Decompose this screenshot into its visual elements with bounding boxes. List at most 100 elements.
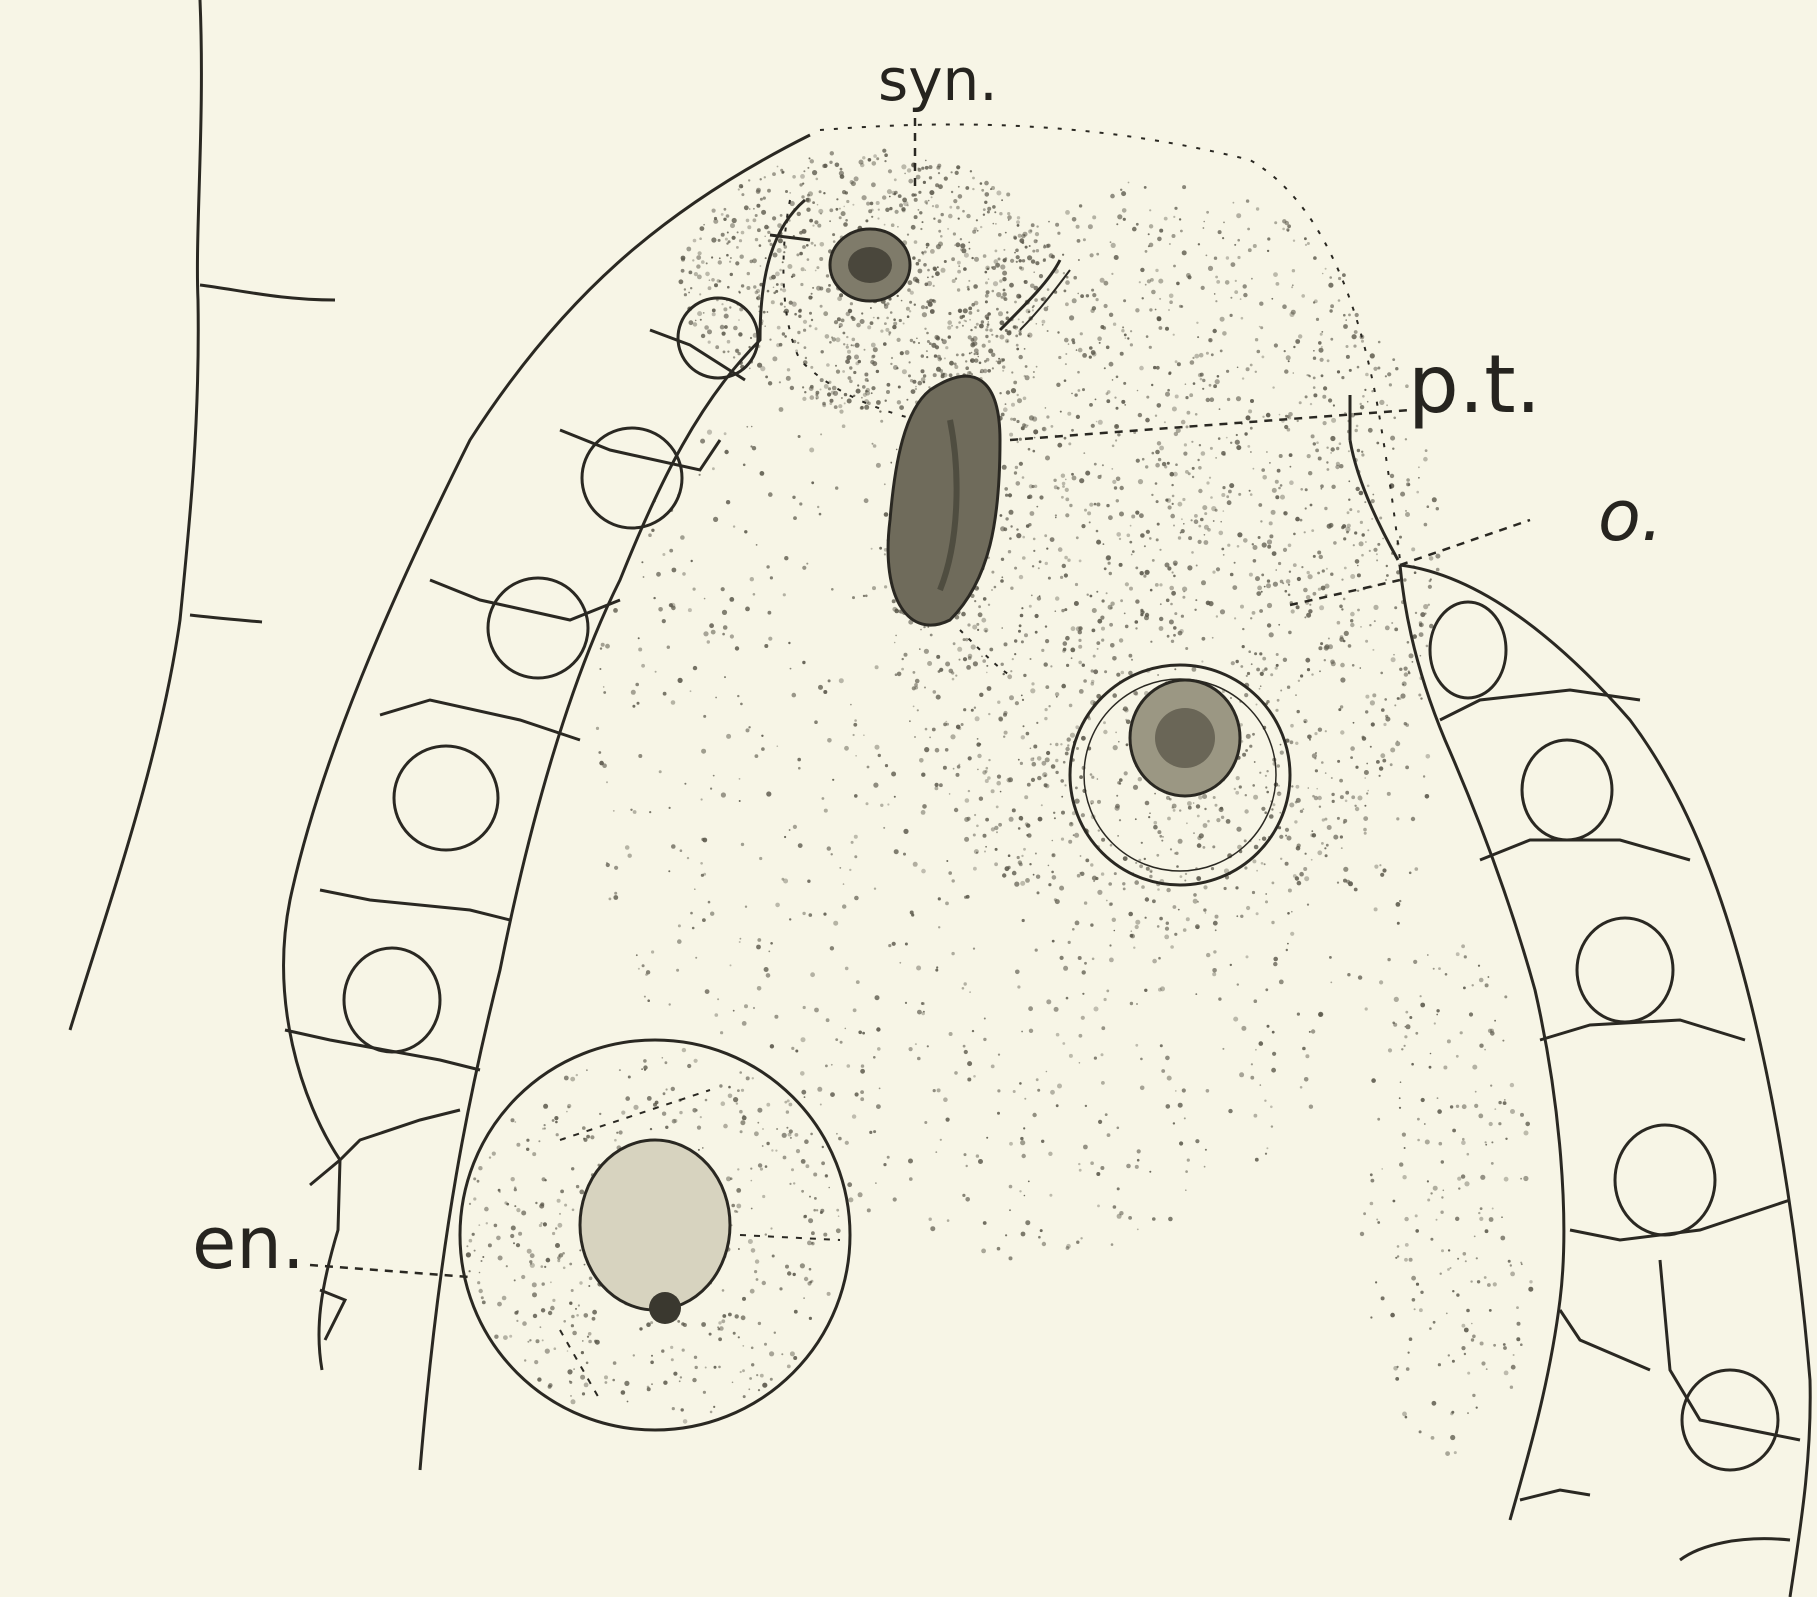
stipple-dot [959,659,961,661]
stipple-dot [964,1050,968,1054]
stipple-dot [1218,997,1221,1000]
stipple-dot [1279,414,1281,416]
stipple-dot [934,354,937,357]
stipple-dot [1252,784,1255,787]
stipple-dot [665,1061,668,1064]
stipple-dot [619,1069,621,1071]
stipple-dot [835,1038,838,1041]
stipple-dot [653,1103,657,1107]
stipple-dot [497,1302,502,1307]
stipple-dot [1182,596,1185,599]
stipple-dot [1112,445,1115,448]
stipple-dot [737,231,739,233]
stipple-dot [1043,259,1046,262]
stipple-dot [683,1323,687,1327]
stipple-dot [1394,704,1396,706]
stipple-dot [774,1015,778,1019]
stipple-dot [1019,575,1023,579]
stipple-dot [1071,626,1076,631]
stipple-dot [1343,867,1348,872]
stipple-dot [721,303,723,305]
stipple-dot [601,643,605,647]
stipple-dot [679,1380,681,1382]
stipple-dot [552,1119,555,1122]
stipple-dot [1420,1003,1425,1008]
stipple-dot [1284,512,1286,514]
stipple-dot [1215,915,1219,919]
stipple-dot [750,1168,752,1170]
stipple-dot [514,1279,516,1281]
stipple-dot [887,803,889,805]
stipple-dot [1319,806,1321,808]
stipple-dot [1313,442,1316,445]
stipple-dot [1133,785,1138,790]
stipple-dot [1182,587,1187,592]
stipple-dot [1101,1053,1104,1056]
stipple-dot [682,1349,685,1352]
stipple-dot [976,623,979,626]
stipple-dot [1034,437,1036,439]
stipple-dot [1019,266,1022,269]
stipple-dot [898,194,902,198]
stipple-dot [1029,245,1031,247]
stipple-dot [1119,778,1123,782]
stipple-dot [1001,663,1004,666]
stipple-dot [715,1013,719,1017]
stipple-dot [1287,230,1289,232]
stipple-dot [1366,763,1368,765]
stipple-dot [1145,465,1148,468]
stipple-dot [894,796,896,798]
stipple-dot [1048,705,1050,707]
stipple-dot [849,380,853,384]
stipple-dot [873,1130,876,1133]
stipple-dot [1391,622,1393,624]
stipple-dot [792,274,796,278]
stipple-dot [1219,531,1224,536]
stipple-dot [908,179,913,184]
stipple-dot [1071,338,1075,342]
stipple-dot [1151,290,1156,295]
stipple-dot [1056,1033,1060,1037]
stipple-dot [718,1337,722,1341]
stipple-dot [1128,182,1130,184]
stipple-dot [1082,664,1085,667]
stipple-dot [737,1168,739,1170]
stipple-dot [1165,327,1169,331]
stipple-dot [492,1152,496,1156]
stipple-dot [751,1208,753,1210]
stipple-dot [1290,466,1292,468]
stipple-dot [805,269,807,271]
stipple-dot [1030,748,1032,750]
stipple-dot [1387,372,1391,376]
stipple-dot [1419,632,1424,637]
stipple-dot [996,831,998,833]
stipple-dot [1139,366,1144,371]
stipple-dot [614,866,618,870]
stipple-dot [1319,555,1323,559]
stipple-dot [1116,477,1121,482]
stipple-dot [1022,919,1025,922]
stipple-dot [910,339,913,342]
stipple-dot [1019,259,1022,262]
stipple-dot [1075,921,1080,926]
stipple-dot [1197,459,1199,461]
stipple-dot [724,676,726,678]
stipple-dot [1135,567,1138,570]
stipple-dot [977,629,979,631]
stipple-dot [1308,374,1310,376]
stipple-dot [1165,927,1169,931]
stipple-dot [886,390,890,394]
stipple-dot [793,825,797,829]
stipple-dot [807,1241,812,1246]
stipple-dot [739,778,741,780]
stipple-dot [919,648,921,650]
stipple-dot [1216,567,1220,571]
stipple-dot [854,794,858,798]
stipple-dot [1002,277,1006,281]
stipple-dot [1287,686,1290,689]
stipple-dot [903,829,908,834]
stipple-dot [670,1346,673,1349]
stipple-dot [1065,280,1070,285]
stipple-dot [918,381,923,386]
stipple-dot [978,612,983,617]
